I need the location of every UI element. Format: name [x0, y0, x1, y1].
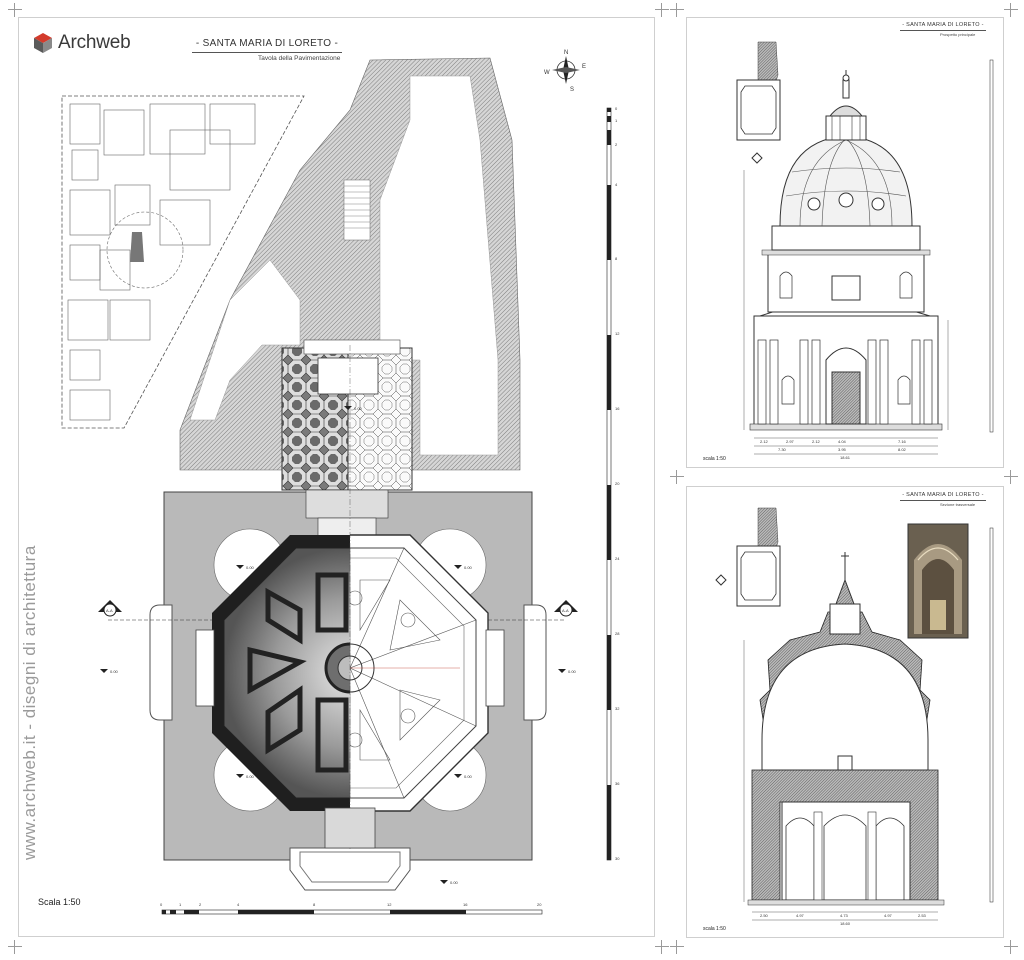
archweb-logo: Archweb	[33, 32, 131, 54]
plan-vertical-scale-bar	[606, 107, 612, 861]
scale-tick: 8	[313, 902, 316, 907]
logo-cube-icon	[34, 33, 52, 53]
vestibule	[281, 339, 413, 539]
scale-tick: 0	[615, 106, 618, 111]
interior-photo	[907, 523, 969, 639]
scale-tick: 12	[387, 902, 392, 907]
compass-icon: N S E W	[544, 50, 586, 93]
dimension-label: 2.50	[760, 913, 769, 918]
scale-tick: 20	[615, 481, 620, 486]
elevation-label: 0.00	[464, 774, 473, 779]
registration-mark	[8, 3, 22, 17]
elevation-label: 0.00	[450, 880, 459, 885]
surrounding-buildings	[179, 57, 521, 471]
scale-tick: 2	[199, 902, 202, 907]
scale-tick: 16	[615, 406, 620, 411]
plan-title-block: - SANTA MARIA DI LORETO - Tavola della P…	[192, 38, 342, 62]
scale-tick: 1	[615, 118, 618, 123]
dimension-label: 18.61	[840, 455, 851, 460]
scale-tick: 2	[615, 142, 618, 147]
dimension-label: 2.53	[918, 913, 927, 918]
scale-tick: 24	[615, 556, 620, 561]
elevation-title-block: - SANTA MARIA DI LORETO - Prospetto prin…	[900, 22, 986, 37]
scale-tick: 28	[615, 631, 620, 636]
dimension-label: 7.30	[778, 447, 787, 452]
elevation-title: - SANTA MARIA DI LORETO -	[902, 22, 984, 28]
section-title-block: - SANTA MARIA DI LORETO - Sezione trasve…	[900, 492, 986, 507]
plan-horizontal-scale-ticks: 0 1 2 4 8 12 16 20	[160, 902, 542, 907]
section-scale-label: scala 1:50	[703, 926, 726, 932]
dimension-label: 2.97	[786, 439, 795, 444]
compass-w: W	[544, 70, 550, 76]
elevation-scale-label: scala 1:50	[703, 456, 726, 462]
octagon-floor-rendered	[212, 535, 350, 811]
scale-tick: 30	[615, 856, 620, 861]
octagon-chapels	[195, 629, 505, 849]
elevation-label: 0.00	[246, 565, 255, 570]
section-key-plan	[715, 507, 781, 607]
elevation-label: 0.00	[568, 669, 577, 674]
elevation-drawing	[736, 41, 994, 455]
dimension-label: 4.97	[884, 913, 893, 918]
plan-title: - SANTA MARIA DI LORETO -	[195, 38, 339, 49]
registration-mark	[1004, 470, 1018, 484]
elevation-key-plan	[736, 41, 781, 164]
registration-mark	[1004, 940, 1018, 954]
section-subtitle: Sezione trasversale	[940, 502, 976, 507]
elevation-label: 0.00	[464, 565, 473, 570]
section-marker-label: A-A	[106, 608, 113, 613]
section-marker-right: A-A	[554, 600, 578, 617]
dimension-label: 7.16	[898, 439, 907, 444]
sheet-elevation	[686, 17, 1004, 468]
section-marker-left: A-A	[98, 600, 122, 617]
section-title: - SANTA MARIA DI LORETO -	[902, 492, 984, 498]
registration-mark	[670, 940, 684, 954]
site-context-map	[61, 95, 305, 429]
scale-tick: 4	[237, 902, 240, 907]
elevation-label: 0.00	[110, 669, 119, 674]
plan-subtitle: Tavola della Pavimentazione	[258, 55, 341, 62]
scale-tick: 4	[615, 182, 618, 187]
brand-name: Archweb	[58, 32, 131, 53]
scale-tick: 12	[615, 331, 620, 336]
elevation-label: 0.00	[246, 774, 255, 779]
registration-mark	[670, 3, 684, 17]
plan-horizontal-scale-bar	[161, 909, 543, 915]
scale-tick: 8	[615, 256, 618, 261]
scale-tick: 36	[615, 781, 620, 786]
octagon-floor-lines	[350, 534, 489, 812]
registration-mark	[1004, 3, 1018, 17]
dimension-label: 4.73	[840, 913, 849, 918]
elevation-labels: 0.00 0.00 0.00 0.00 0.00 0.00 0.00 0.00	[100, 406, 577, 885]
compass-s: S	[570, 87, 574, 93]
section-drawing	[715, 507, 994, 921]
plan-vertical-scale-ticks: 0 1 2 4 8 12 16 20 24 28 32 36 30	[615, 106, 620, 861]
elevation-dimensions: 2.12 2.97 2.12 4.04 7.16 7.30 3.95 8.02 …	[760, 439, 907, 460]
scale-tick: 32	[615, 706, 620, 711]
dimension-label: 4.04	[838, 439, 847, 444]
dimension-label: 4.97	[796, 913, 805, 918]
elevation-subtitle: Prospetto principale	[940, 32, 976, 37]
section-marker-label: A-A	[562, 608, 569, 613]
registration-mark	[670, 470, 684, 484]
scale-tick: 20	[537, 902, 542, 907]
plan-scale-label: Scala 1:50	[38, 897, 81, 907]
scale-tick: 16	[463, 902, 468, 907]
dimension-label: 18.60	[840, 921, 851, 926]
elevation-label: 0.00	[354, 406, 363, 411]
registration-mark	[655, 3, 669, 17]
dimension-label: 2.12	[760, 439, 769, 444]
compass-e: E	[582, 64, 586, 70]
dimension-label: 8.02	[898, 447, 907, 452]
dimension-label: 3.95	[838, 447, 847, 452]
registration-mark	[655, 940, 669, 954]
compass-n: N	[564, 50, 568, 56]
sheet-section	[686, 486, 1004, 938]
scale-tick: 1	[179, 902, 182, 907]
registration-mark	[8, 940, 22, 954]
section-dimensions: 2.50 4.97 4.73 4.97 2.53 18.60	[760, 913, 927, 926]
dimension-label: 2.12	[812, 439, 821, 444]
scale-tick: 0	[160, 902, 163, 907]
